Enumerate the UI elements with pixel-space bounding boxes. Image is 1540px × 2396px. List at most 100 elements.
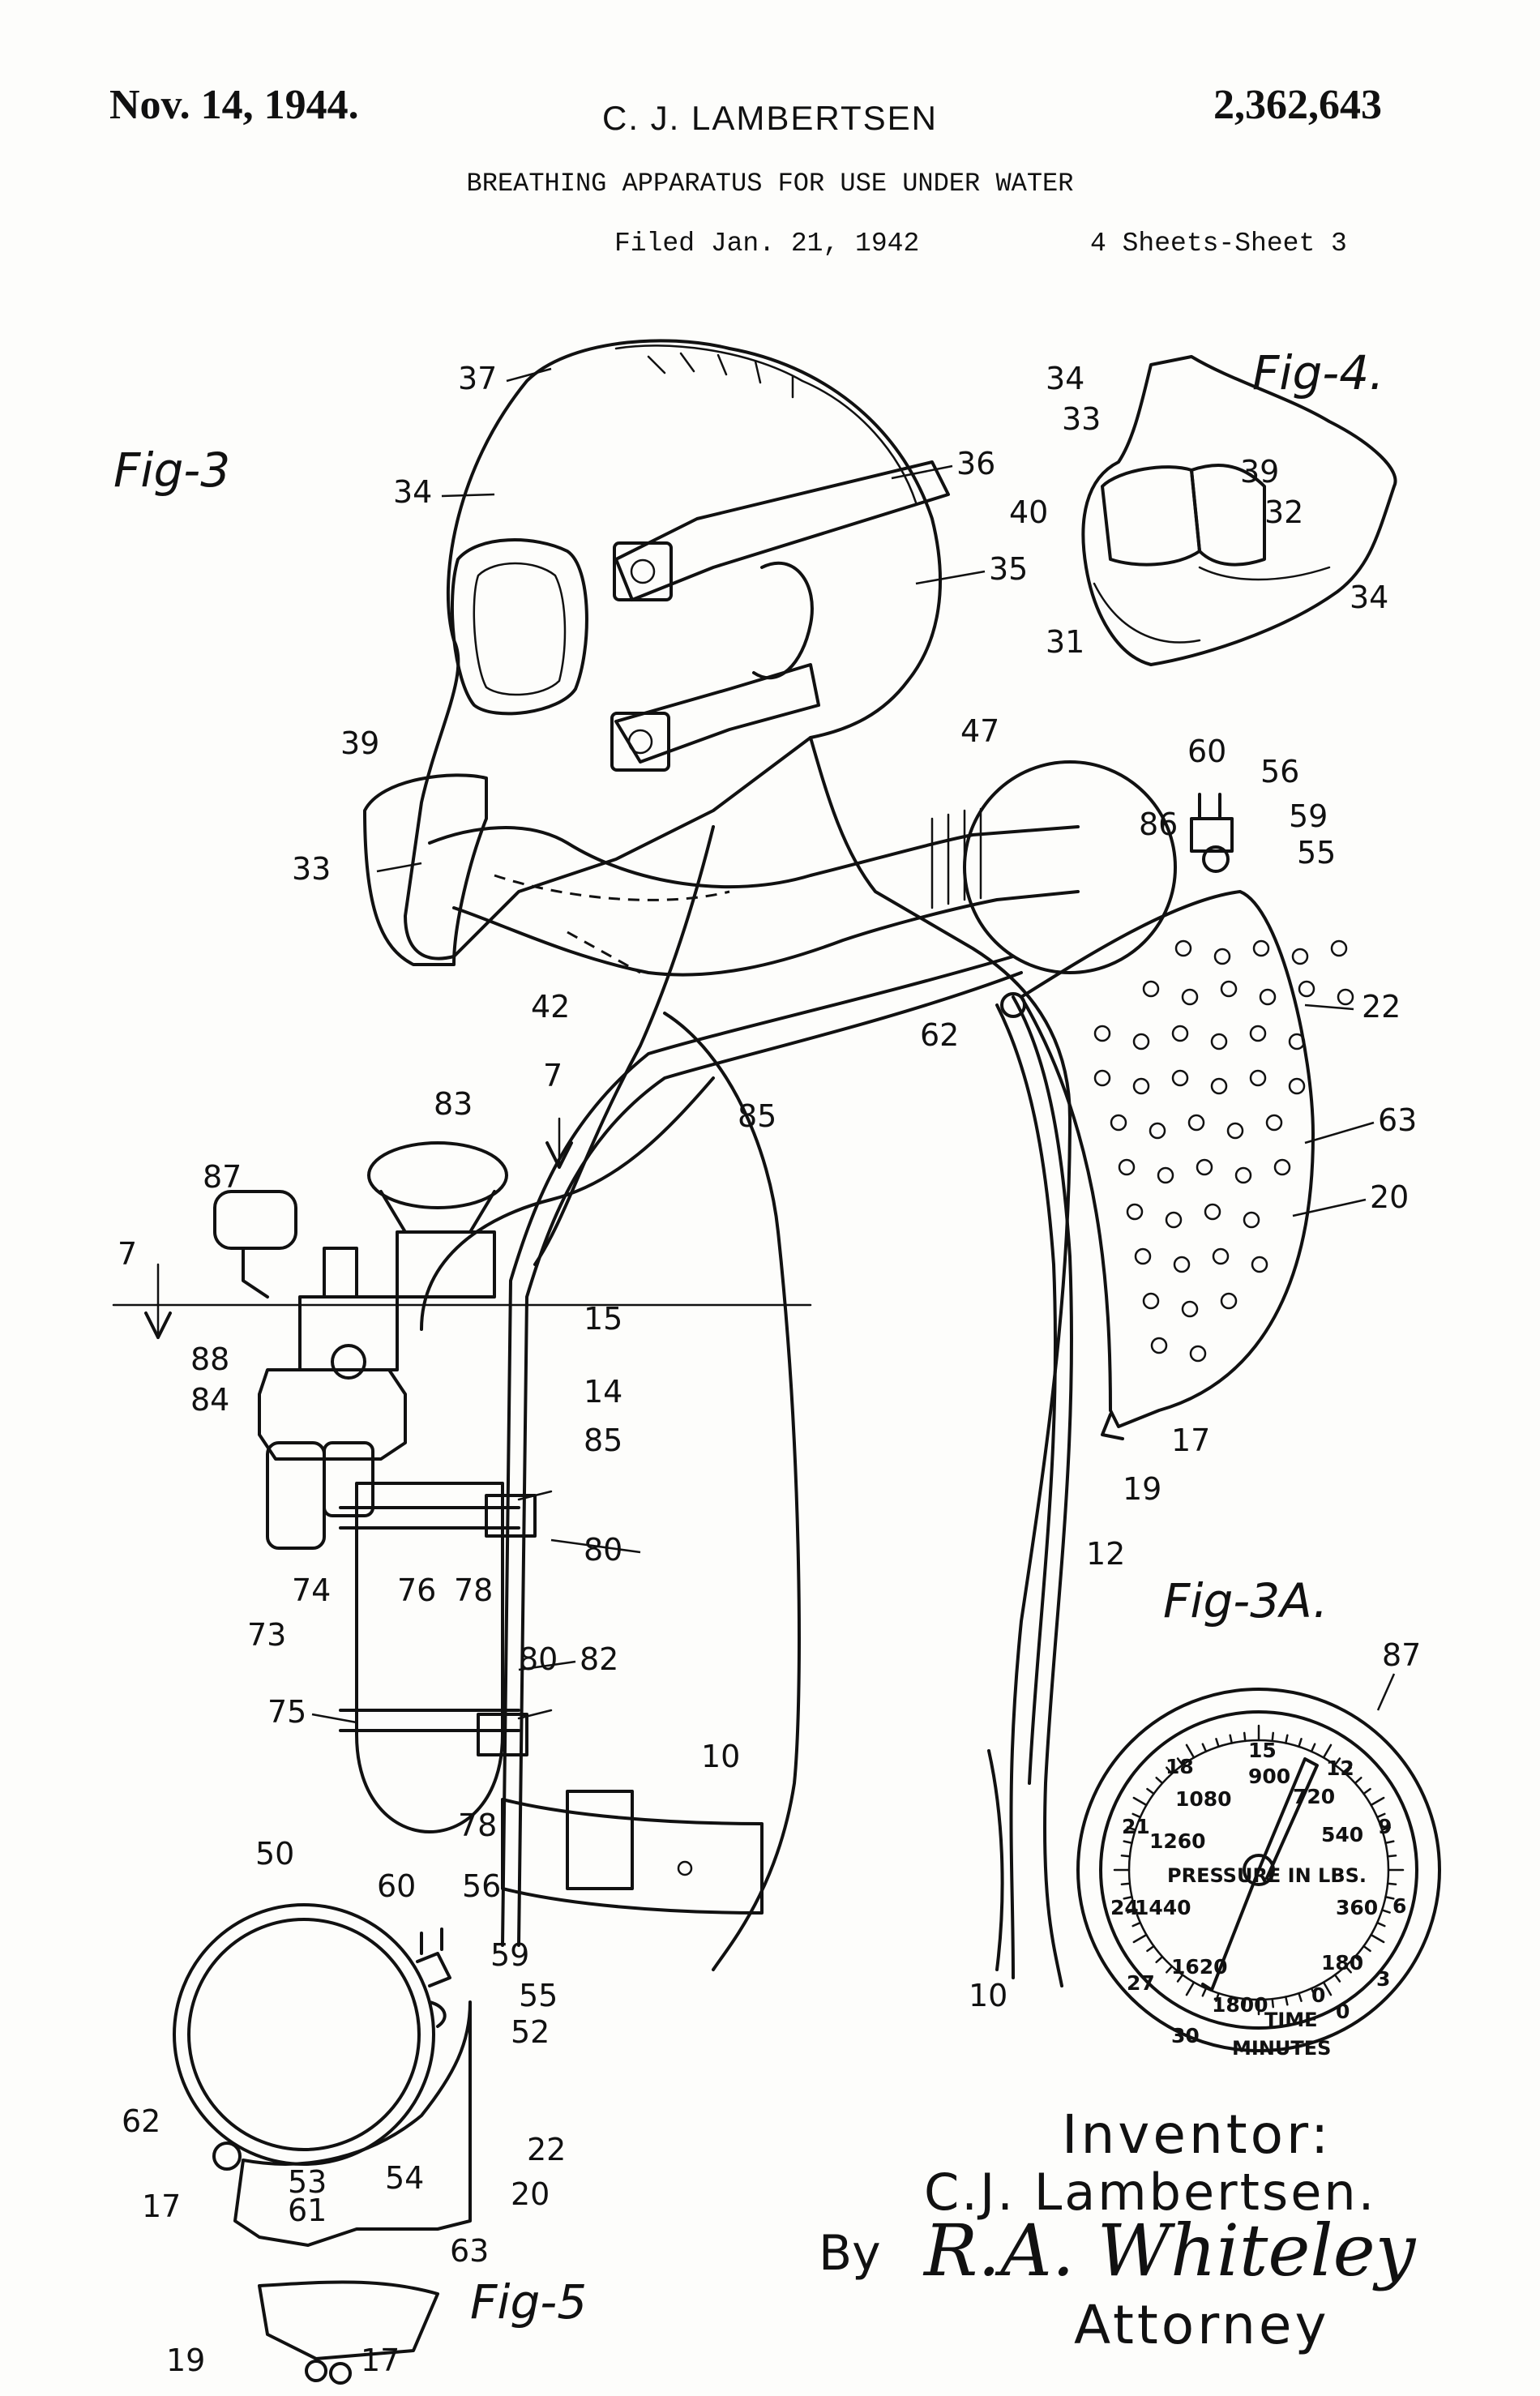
counterlung-hole bbox=[1132, 1033, 1150, 1050]
gauge-ref-87: 87 bbox=[1382, 1637, 1421, 1673]
gauge-time-27: 27 bbox=[1127, 1971, 1155, 1995]
gauge-tick bbox=[1185, 1744, 1196, 1759]
counterlung-hole bbox=[1252, 939, 1270, 957]
counterlung-hole bbox=[1220, 980, 1238, 998]
fig-3a-label: Fig-3A. bbox=[1163, 1573, 1328, 1628]
ref-74: 74 bbox=[292, 1572, 331, 1608]
ref-80-lower: 80 bbox=[519, 1641, 558, 1677]
filed-date: Filed Jan. 21, 1942 bbox=[614, 229, 920, 259]
gauge-pressure-1260: 1260 bbox=[1149, 1829, 1206, 1853]
gauge-time-6: 6 bbox=[1392, 1894, 1406, 1918]
figure-3-labels: Fig-3 37 34 36 35 39 33 42 47 86 60 56 5… bbox=[113, 361, 1417, 2013]
fig5-ref-59: 59 bbox=[490, 1937, 529, 1973]
fig5-ref-56: 56 bbox=[462, 1868, 501, 1904]
fig5-lower-clip bbox=[258, 2280, 439, 2360]
gauge-pressure-720: 720 bbox=[1293, 1785, 1335, 1808]
gauge-pressure-1080: 1080 bbox=[1175, 1787, 1232, 1811]
gauge-pressure-label: PRESSURE IN LBS. bbox=[1167, 1864, 1367, 1887]
gauge-pressure-1620: 1620 bbox=[1171, 1955, 1228, 1979]
gauge-tick bbox=[1185, 1981, 1196, 1996]
ref-76: 76 bbox=[397, 1572, 436, 1608]
fitting-55 bbox=[1202, 845, 1230, 873]
ref-15: 15 bbox=[584, 1301, 622, 1337]
fig-5-label: Fig-5 bbox=[470, 2274, 587, 2330]
patent-number: 2,362,643 bbox=[1213, 82, 1382, 128]
gauge-tick bbox=[1201, 1743, 1208, 1753]
gauge-time-15: 15 bbox=[1248, 1739, 1277, 1762]
gauge-tick bbox=[1146, 1787, 1155, 1795]
section-line-7-7 bbox=[112, 1117, 812, 1339]
counterlung-hole bbox=[1189, 1345, 1207, 1363]
counterlung-hole bbox=[1249, 1025, 1267, 1042]
gauge-ticks bbox=[1113, 1724, 1405, 2016]
gauge-pressure-180: 180 bbox=[1321, 1951, 1363, 1975]
counterlung-hole bbox=[1234, 1166, 1252, 1184]
counterlung-hole bbox=[1251, 1256, 1268, 1273]
counterlung-hole bbox=[1330, 939, 1348, 957]
gauge-tick bbox=[1285, 1734, 1289, 1744]
fitting-56 bbox=[1190, 817, 1234, 853]
gauge-minutes-label: MINUTES bbox=[1232, 2037, 1331, 2060]
ref-59: 59 bbox=[1289, 798, 1328, 834]
mouthpiece-33 bbox=[363, 773, 488, 966]
clamp-78-upper bbox=[485, 1494, 537, 1538]
gauge-time-0: 0 bbox=[1336, 2000, 1350, 2023]
ref-39: 39 bbox=[340, 725, 379, 761]
gauge-tick bbox=[1132, 1796, 1148, 1807]
gauge-tick bbox=[1215, 1992, 1220, 2002]
gauge-tick bbox=[1201, 1987, 1208, 1997]
counterlung-hole bbox=[1165, 1211, 1183, 1229]
gauge-tick bbox=[1344, 1766, 1353, 1775]
gauge-time-21: 21 bbox=[1122, 1815, 1150, 1838]
ref-88: 88 bbox=[190, 1341, 229, 1377]
fig5-bag-50 bbox=[173, 1903, 435, 2166]
fig4-ref-31: 31 bbox=[1046, 624, 1084, 660]
ref-33: 33 bbox=[292, 851, 331, 887]
gauge-tick bbox=[1146, 1945, 1155, 1953]
gauge-tick bbox=[1384, 1896, 1395, 1900]
gauge-tick bbox=[1322, 1744, 1333, 1759]
belt-10 bbox=[501, 1798, 764, 1915]
supply-tube bbox=[420, 1076, 715, 1331]
attorney-label: Attorney bbox=[1074, 2294, 1330, 2356]
gauge-tick bbox=[1362, 1787, 1371, 1795]
ref-85: 85 bbox=[738, 1098, 776, 1134]
ref-47: 47 bbox=[960, 713, 999, 749]
figure-3a-gauge: 18 15 12 9 6 3 0 27 24 21 30 900 720 108… bbox=[1076, 1688, 1441, 2060]
fig5-ref-63: 63 bbox=[450, 2233, 489, 2269]
counterlung-hole bbox=[1174, 939, 1192, 957]
counterlung-hole bbox=[1212, 1247, 1230, 1265]
gauge-tick bbox=[1370, 1933, 1385, 1944]
counterlung-holes-22 bbox=[1093, 939, 1354, 1363]
fig5-ref-55: 55 bbox=[519, 1978, 558, 2013]
gauge-outer-rim bbox=[1076, 1688, 1441, 2052]
gauge-tick bbox=[1370, 1796, 1385, 1807]
counterlung-hole bbox=[1126, 1203, 1144, 1221]
fig4-ref-32: 32 bbox=[1264, 494, 1303, 530]
pressure-gauge-87 bbox=[213, 1190, 297, 1250]
counterlung-hole bbox=[1142, 1292, 1160, 1310]
breathing-bag-47 bbox=[963, 760, 1177, 974]
gauge-pivot bbox=[1243, 1854, 1275, 1886]
hair bbox=[614, 344, 918, 504]
ref-78-lower: 78 bbox=[458, 1808, 497, 1843]
counterlung-hole bbox=[1118, 1158, 1136, 1176]
body-outline bbox=[533, 736, 1072, 1979]
gauge-pressure-540: 540 bbox=[1321, 1823, 1363, 1846]
counterlung-hole bbox=[1181, 988, 1199, 1006]
fig4-ref-33: 33 bbox=[1062, 401, 1101, 437]
ref-75: 75 bbox=[267, 1694, 306, 1730]
gauge-time-18: 18 bbox=[1166, 1755, 1194, 1778]
fig-3-label: Fig-3 bbox=[113, 443, 230, 498]
ref-73: 73 bbox=[247, 1617, 286, 1653]
gauge-tick bbox=[1298, 1738, 1303, 1748]
strap-buckle-upper bbox=[613, 541, 673, 601]
counterlung-hole bbox=[1181, 1300, 1199, 1318]
gauge-tick bbox=[1375, 1921, 1386, 1927]
gauge-tick bbox=[1132, 1933, 1148, 1944]
ref-10-lower: 10 bbox=[969, 1978, 1007, 2013]
gauge-pressure-1800: 1800 bbox=[1212, 1993, 1268, 2017]
counterlung-hole bbox=[1213, 948, 1231, 965]
gauge-tick bbox=[1243, 1997, 1247, 2009]
ref-34: 34 bbox=[393, 474, 432, 510]
